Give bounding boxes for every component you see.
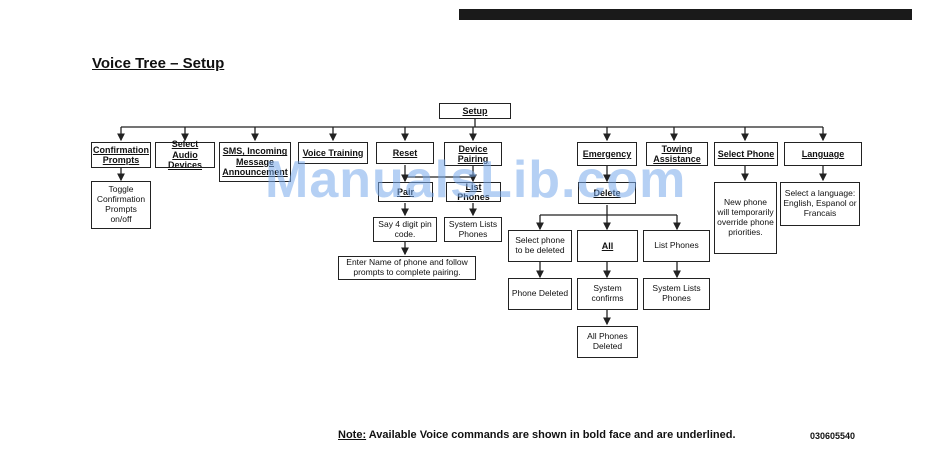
node-reset: Reset	[376, 142, 434, 164]
node-setup: Setup	[439, 103, 511, 119]
node-all-phones-deleted: All Phones Deleted	[577, 326, 638, 358]
header-bar	[459, 9, 912, 20]
figure-code: 030605540	[810, 431, 856, 441]
node-sms-incoming: SMS, Incoming Message Announcement	[219, 142, 291, 182]
node-phone-deleted: Phone Deleted	[508, 278, 572, 310]
node-confirmation-prompts: Confirmation Prompts	[91, 142, 151, 168]
node-say-pin: Say 4 digit pin code.	[373, 217, 437, 242]
node-list-phones-l3: List Phones	[643, 230, 710, 262]
node-select-phone-delete: Select phone to be deleted	[508, 230, 572, 262]
footnote-label: Note:	[338, 429, 367, 441]
node-system-confirms: System confirms	[577, 278, 638, 310]
node-emergency: Emergency	[577, 142, 637, 166]
node-toggle-prompts: Toggle Confirmation Prompts on/off	[91, 181, 151, 229]
node-select-audio-devices: Select Audio Devices	[155, 139, 215, 170]
node-new-phone: New phone will temporarily override phon…	[714, 182, 777, 254]
node-system-lists-phones-l4: System Lists Phones	[643, 278, 710, 310]
footnote: Note: Available Voice commands are shown…	[338, 429, 736, 441]
node-system-lists-phones-l3: System Lists Phones	[444, 217, 502, 242]
node-select-language: Select a language: English, Espanol or F…	[780, 182, 860, 226]
node-language: Language	[784, 142, 862, 166]
watermark: ManualsLib.com	[265, 151, 687, 209]
node-pair: Pair	[378, 182, 433, 202]
node-select-phone: Select Phone	[714, 142, 778, 166]
node-delete: Delete	[578, 182, 636, 204]
node-all: All	[577, 230, 638, 262]
node-towing-assistance: Towing Assistance	[646, 142, 708, 166]
node-device-pairing: Device Pairing	[444, 142, 502, 166]
node-voice-training: Voice Training	[298, 142, 368, 164]
node-list-phones-l2: List Phones	[446, 182, 501, 202]
footnote-text: Available Voice commands are shown in bo…	[366, 429, 736, 441]
node-enter-name: Enter Name of phone and follow prompts t…	[338, 256, 476, 280]
page-title: Voice Tree – Setup	[92, 55, 225, 72]
